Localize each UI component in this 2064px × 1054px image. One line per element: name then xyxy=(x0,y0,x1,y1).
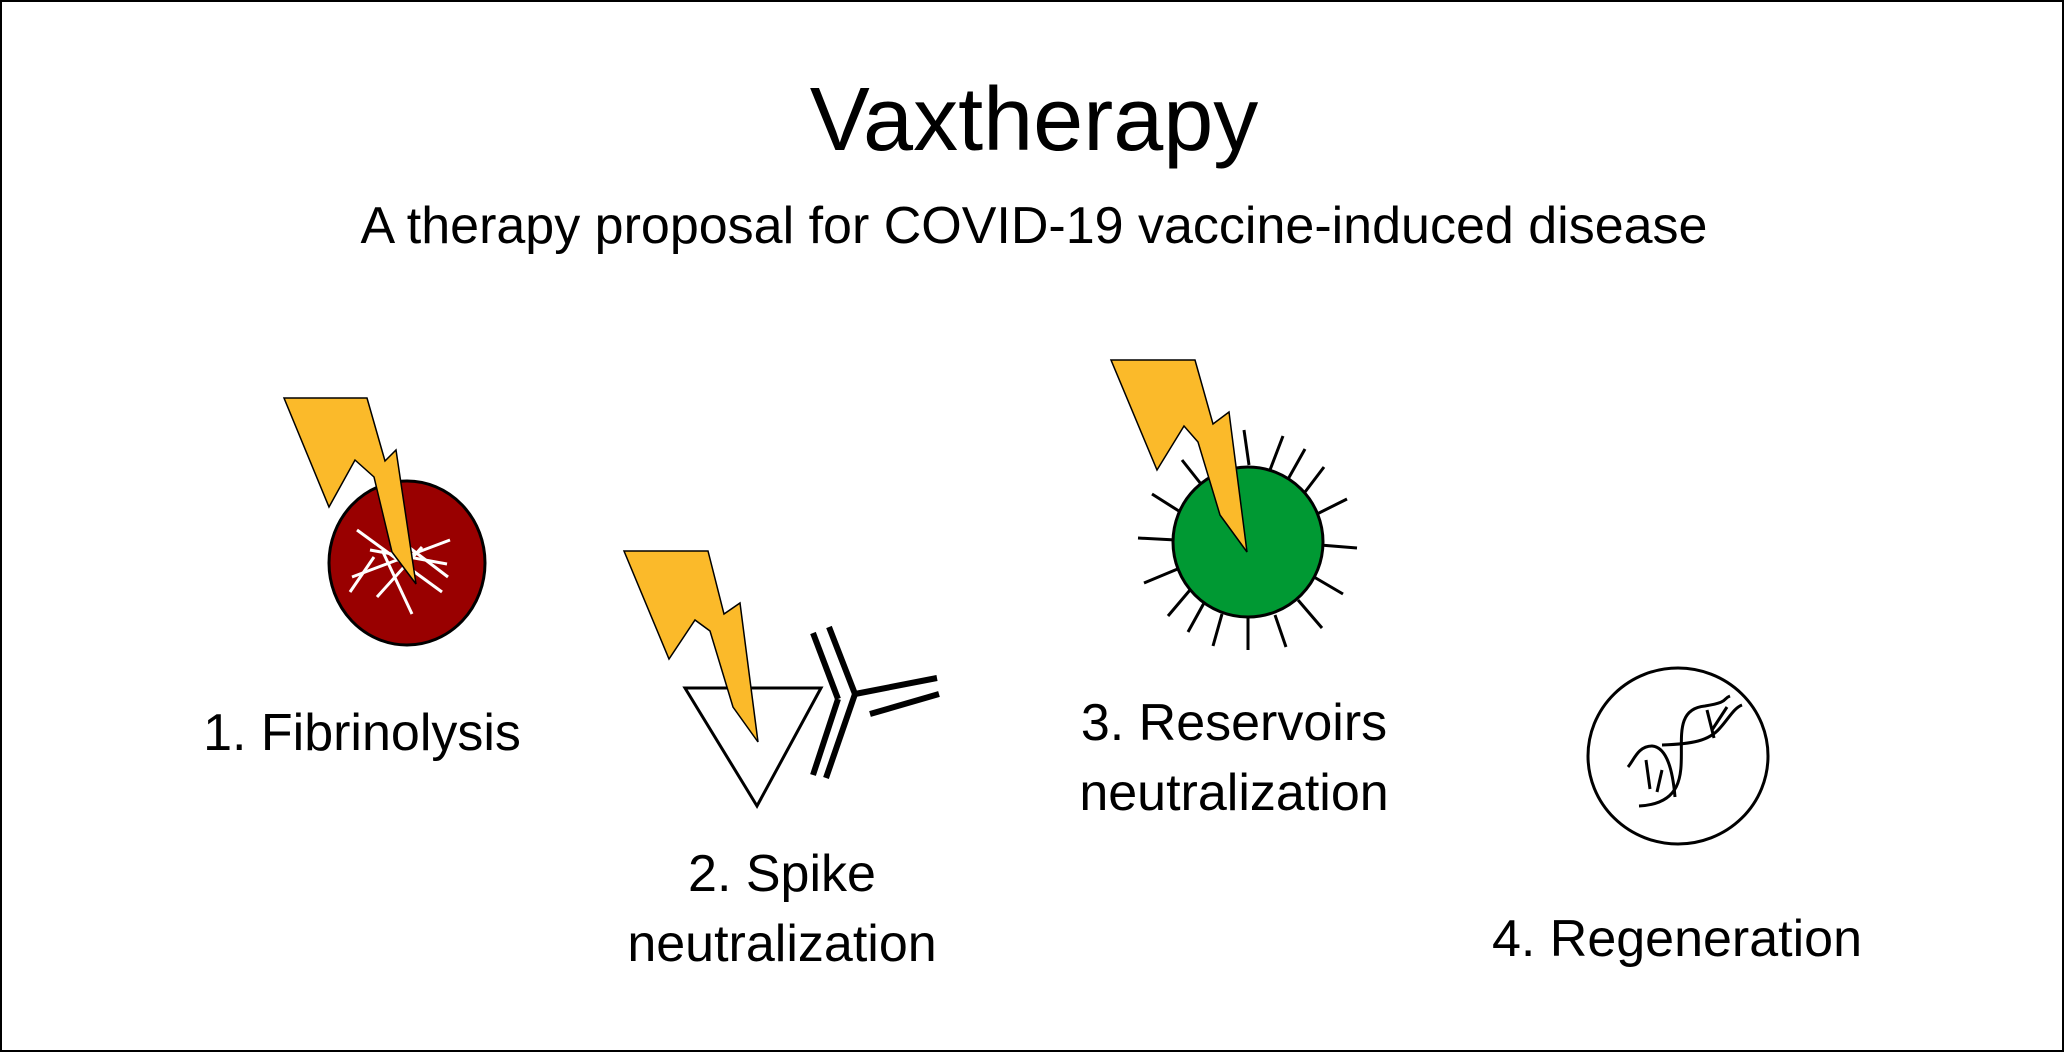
step-1-label-text: 1. Fibrinolysis xyxy=(203,704,521,762)
step-3-label-line1: 3. Reservoirs xyxy=(1080,694,1388,752)
antibody-icon xyxy=(810,625,940,779)
step-2-label-line1: 2. Spike xyxy=(688,845,876,903)
step-2-label-line2: neutralization xyxy=(627,915,937,973)
diagram-subtitle: A therapy proposal for COVID-19 vaccine-… xyxy=(360,197,1708,255)
lightning-bolt-icon xyxy=(1109,359,1248,553)
step-2-label: 2. Spike neutralization xyxy=(582,839,982,979)
diagram-title: Vaxtherapy xyxy=(809,70,1259,170)
step-1-label: 1. Fibrinolysis xyxy=(162,698,562,768)
step-3-label: 3. Reservoirs neutralization xyxy=(1034,688,1434,828)
lightning-bolt-icon xyxy=(622,550,759,743)
antibody-spike-icon xyxy=(682,625,940,810)
dna-cell-icon xyxy=(1586,666,1770,846)
spike-protein-icon xyxy=(682,686,824,810)
virus-reservoir-icon xyxy=(1137,429,1358,650)
step-4-label: 4. Regeneration xyxy=(1477,904,1877,974)
step-3-label-line2: neutralization xyxy=(1079,764,1389,822)
step-4-label-text: 4. Regeneration xyxy=(1491,910,1863,968)
lightning-bolt-icon xyxy=(282,397,417,585)
